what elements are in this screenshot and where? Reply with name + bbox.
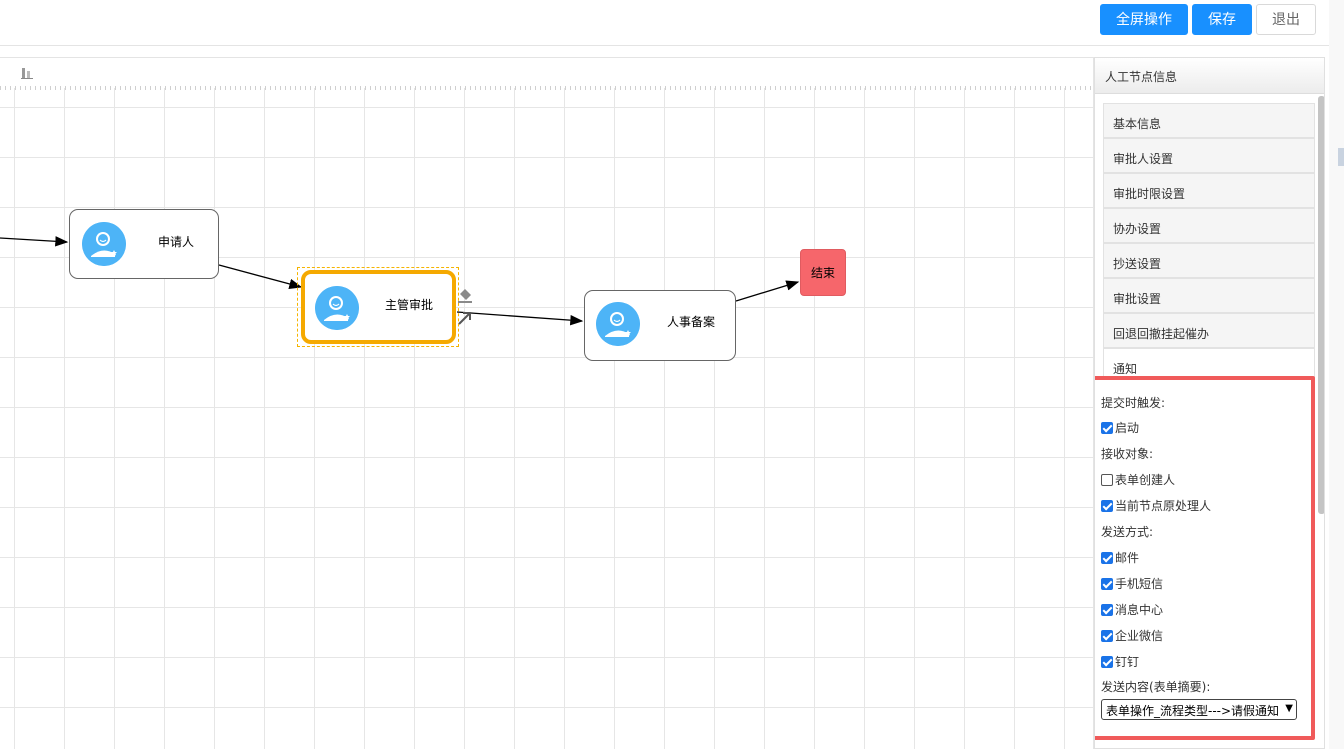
option-label: 表单创建人 [1115, 473, 1176, 487]
diagram-canvas[interactable]: 申请人 主管审批 [0, 57, 1094, 749]
chevron-down-icon: ▼ [1285, 703, 1293, 714]
node-label: 主管审批 [385, 298, 434, 312]
ruler-toggle-icon[interactable] [20, 66, 34, 80]
edge-start-to-applicant[interactable] [0, 236, 69, 247]
panel-title: 人工节点信息 [1095, 58, 1324, 94]
exit-button[interactable]: 退出 [1256, 4, 1316, 35]
top-toolbar: 全屏操作 保存 退出 [0, 0, 1330, 46]
receiver-form-creator[interactable]: 表单创建人 [1101, 471, 1175, 488]
edge-applicant-to-manager[interactable] [218, 264, 303, 289]
eraser-icon[interactable] [455, 286, 475, 306]
node-manager-approval[interactable]: 主管审批 [301, 270, 456, 344]
checkbox-sms[interactable] [1101, 577, 1113, 590]
checkbox-email[interactable] [1101, 551, 1113, 564]
option-label: 消息中心 [1115, 603, 1164, 617]
trigger-label: 提交时触发: [1101, 396, 1166, 410]
section-approval-settings[interactable]: 审批设置 [1103, 278, 1315, 313]
node-end[interactable]: 结束 [800, 249, 846, 296]
option-label: 邮件 [1115, 551, 1140, 565]
node-applicant[interactable]: 申请人 [69, 209, 219, 279]
node-label: 结束 [810, 266, 835, 280]
edge-manager-to-hr[interactable] [456, 311, 584, 326]
content-label: 发送内容(表单摘要): [1101, 680, 1211, 694]
method-sms[interactable]: 手机短信 [1101, 575, 1163, 592]
method-email[interactable]: 邮件 [1101, 549, 1139, 566]
checkbox-dingtalk[interactable] [1101, 655, 1113, 668]
section-basic-info[interactable]: 基本信息 [1103, 103, 1315, 138]
select-value: 表单操作_流程类型--->请假通知 [1106, 704, 1280, 718]
trigger-start-option[interactable]: 启动 [1101, 419, 1139, 436]
section-cc-settings[interactable]: 抄送设置 [1103, 243, 1315, 278]
section-time-limit-settings[interactable]: 审批时限设置 [1103, 173, 1315, 208]
page-scrollbar-thumb[interactable] [1338, 148, 1344, 166]
option-label: 当前节点原处理人 [1115, 499, 1212, 513]
canvas-grid [0, 88, 1093, 749]
notify-settings-box: 提交时触发: 启动 接收对象: 表单创建人 当前节点原处理人 发送方式: 邮件 … [1095, 376, 1315, 740]
edge-hr-to-end[interactable] [735, 280, 800, 302]
node-hr-record[interactable]: 人事备案 [584, 290, 736, 361]
section-rollback-settings[interactable]: 回退回撤挂起催办 [1103, 313, 1315, 348]
option-label: 企业微信 [1115, 629, 1164, 643]
methods-label: 发送方式: [1101, 525, 1154, 539]
fullscreen-button[interactable]: 全屏操作 [1100, 4, 1188, 35]
send-content-select[interactable]: 表单操作_流程类型--->请假通知 ▼ [1101, 699, 1297, 720]
panel-scrollbar[interactable] [1318, 96, 1324, 514]
connect-arrow-icon[interactable] [456, 309, 474, 327]
method-message-center[interactable]: 消息中心 [1101, 601, 1163, 618]
node-label: 人事备案 [667, 315, 716, 329]
user-avatar-icon [82, 222, 126, 266]
receivers-label: 接收对象: [1101, 447, 1154, 461]
option-label: 手机短信 [1115, 577, 1164, 591]
option-label: 钉钉 [1115, 655, 1140, 669]
method-wechat-work[interactable]: 企业微信 [1101, 627, 1163, 644]
user-avatar-icon [596, 302, 640, 346]
page-scrollbar[interactable] [1329, 0, 1344, 749]
save-button[interactable]: 保存 [1192, 4, 1252, 35]
receiver-current-handler[interactable]: 当前节点原处理人 [1101, 497, 1211, 514]
method-dingtalk[interactable]: 钉钉 [1101, 653, 1139, 670]
option-label: 启动 [1115, 421, 1140, 435]
checkbox-wechat-work[interactable] [1101, 629, 1113, 642]
diagram-edges [0, 236, 800, 326]
node-label: 申请人 [158, 235, 195, 249]
node-properties-panel: 人工节点信息 基本信息 审批人设置 审批时限设置 协办设置 抄送设置 审批设置 … [1094, 57, 1325, 749]
section-assist-settings[interactable]: 协办设置 [1103, 208, 1315, 243]
user-avatar-icon [315, 286, 359, 330]
selection-frame [297, 267, 459, 347]
checkbox-start[interactable] [1101, 421, 1113, 434]
checkbox-message-center[interactable] [1101, 603, 1113, 616]
checkbox-current-handler[interactable] [1101, 499, 1113, 512]
section-approver-settings[interactable]: 审批人设置 [1103, 138, 1315, 173]
checkbox-form-creator[interactable] [1101, 473, 1113, 486]
